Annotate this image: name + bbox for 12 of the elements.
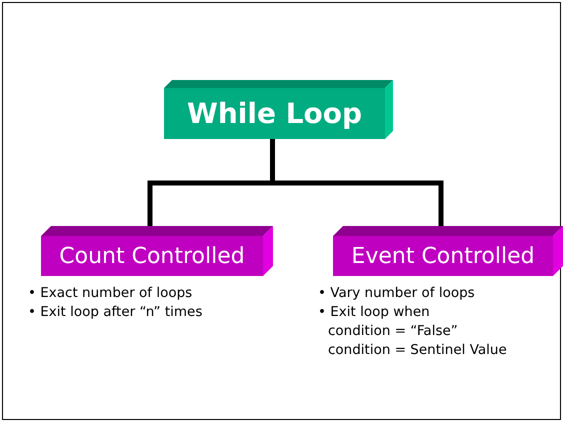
bullet-text: condition = Sentinel Value (327, 341, 507, 360)
bullet-text: • Vary number of loops (318, 284, 476, 303)
bullet-text: • Exit loop after “n” times (28, 303, 202, 322)
box-title: Count Controlled (59, 242, 245, 270)
box-title: Event Controlled (351, 242, 535, 270)
bullet-text: • Exact number of loops (28, 284, 194, 303)
3d-box (41, 226, 273, 276)
box-title: While Loop (186, 96, 362, 132)
3d-box (333, 226, 563, 276)
bullet-text: condition = “False” (327, 322, 459, 341)
3d-box (164, 80, 393, 139)
bullet-text: • Exit loop when (318, 303, 431, 322)
